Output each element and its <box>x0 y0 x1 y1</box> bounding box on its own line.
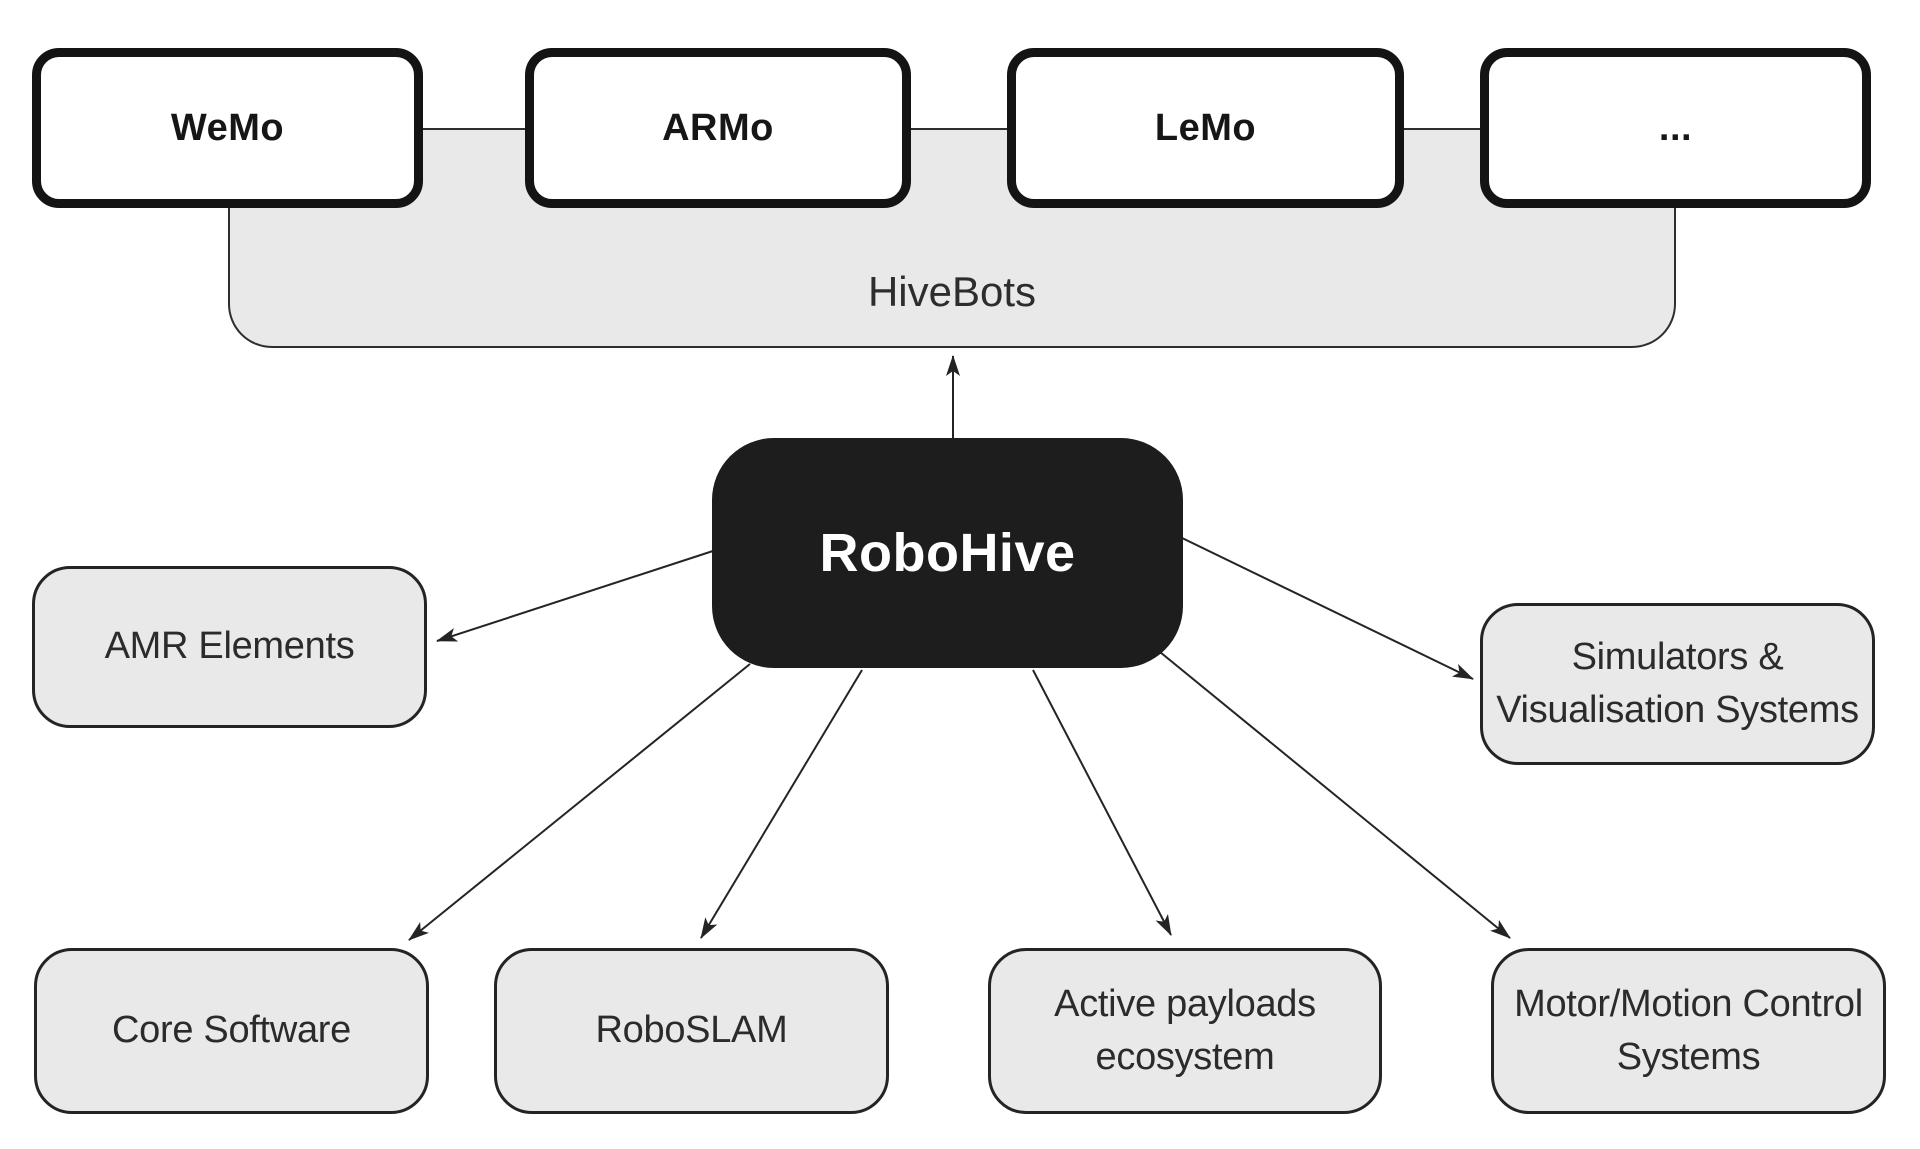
node-lemo: LeMo <box>1007 48 1404 208</box>
arrow-hub-to-motor-control <box>1159 651 1511 939</box>
node-motor-motion-control: Motor/Motion Control Systems <box>1491 948 1886 1114</box>
node-wemo: WeMo <box>32 48 423 208</box>
node-armo: ARMo <box>525 48 911 208</box>
node-active-payloads: Active payloads ecosystem <box>988 948 1382 1114</box>
arrow-hub-to-simulators <box>1179 536 1474 680</box>
hivebots-container: HiveBots <box>228 128 1676 348</box>
arrow-hub-to-amr-elements <box>436 549 717 642</box>
node-simulators-visualisation: Simulators & Visualisation Systems <box>1480 603 1875 765</box>
arrow-hub-to-roboslam <box>700 669 863 939</box>
node-wemo-label: WeMo <box>170 106 285 149</box>
node-roboslam: RoboSLAM <box>494 948 889 1114</box>
node-core-software: Core Software <box>34 948 429 1114</box>
node-amr-elements: AMR Elements <box>32 566 427 728</box>
node-robohive: RoboHive <box>712 438 1183 668</box>
node-ellipsis-label: ... <box>1658 106 1693 149</box>
node-armo-label: ARMo <box>662 106 774 149</box>
arrow-hub-to-core-software <box>408 663 751 941</box>
node-robohive-label: RoboHive <box>819 523 1076 583</box>
node-ellipsis: ... <box>1480 48 1871 208</box>
hivebots-label: HiveBots <box>867 268 1037 315</box>
arrow-hub-to-active-payloads <box>1032 669 1172 936</box>
node-lemo-label: LeMo <box>1154 106 1257 149</box>
